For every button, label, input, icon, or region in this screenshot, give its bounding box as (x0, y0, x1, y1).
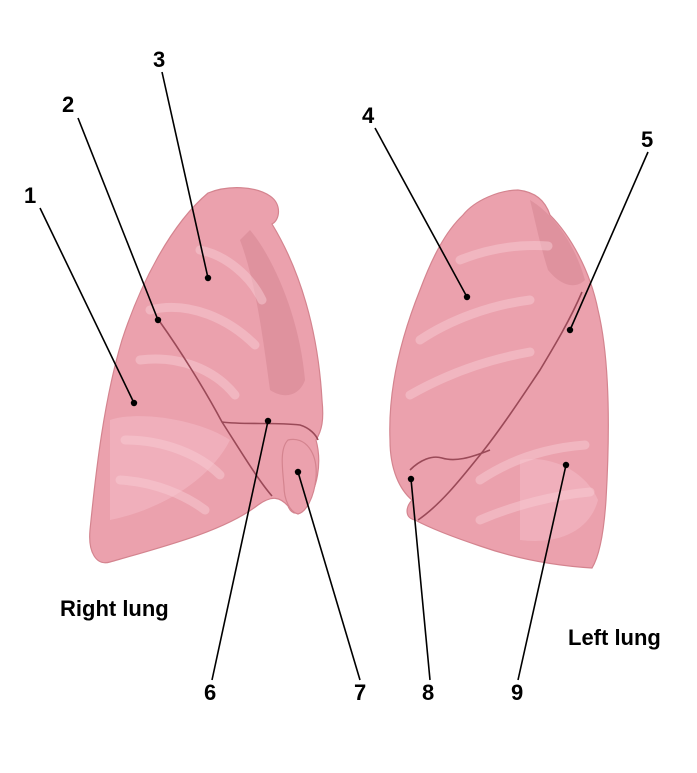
label-5: 5 (641, 127, 653, 152)
leader-line-8 (410, 478, 431, 681)
leader-line-7 (297, 471, 361, 681)
label-9: 9 (511, 680, 523, 705)
label-3: 3 (153, 47, 165, 72)
leader-line-4 (374, 127, 468, 298)
pointer-dot-7 (294, 468, 302, 476)
label-6: 6 (204, 680, 216, 705)
caption-right-lung: Right lung (60, 596, 169, 621)
pointer-dot-8 (407, 475, 415, 483)
right-rib-impression (135, 354, 240, 400)
left-oblique-fissure (417, 291, 583, 521)
right-oblique-fissure (159, 321, 273, 497)
left-rib-impression (415, 295, 535, 345)
left-cardiac-notch (409, 449, 491, 471)
left-rib-impression (455, 241, 553, 265)
label-2: 2 (62, 92, 74, 117)
leader-line-3 (161, 71, 209, 279)
right-rib-impression (120, 435, 225, 480)
pointer-dot-6 (264, 417, 272, 425)
leader-lines (39, 71, 649, 681)
label-8: 8 (422, 680, 434, 705)
pointer-dot-2 (154, 316, 162, 324)
left-rib-impression (405, 347, 535, 400)
right-upper-lobe-shade (240, 230, 305, 396)
leader-line-9 (517, 464, 567, 681)
left-rib-impression (475, 440, 590, 485)
pointer-dot-4 (463, 293, 471, 301)
pointer-dot-3 (204, 274, 212, 282)
leader-line-6 (211, 420, 269, 681)
pointer-dots (130, 274, 574, 483)
pointer-dot-9 (562, 461, 570, 469)
pointer-dot-5 (566, 326, 574, 334)
leader-line-5 (569, 151, 649, 331)
pointer-dot-1 (130, 399, 138, 407)
number-labels: 1 2 3 4 5 6 7 8 9 (24, 47, 653, 705)
label-1: 1 (24, 183, 36, 208)
label-7: 7 (354, 680, 366, 705)
label-4: 4 (362, 103, 375, 128)
right-rib-impression (195, 245, 267, 305)
caption-left-lung: Left lung (568, 625, 661, 650)
right-horizontal-fissure (221, 421, 319, 441)
leader-line-2 (77, 117, 159, 321)
right-lung (89, 187, 324, 564)
left-lung (389, 189, 609, 569)
left-upper-lobe-shade (530, 200, 585, 286)
leader-line-1 (39, 207, 135, 404)
left-rib-impression (475, 487, 595, 525)
right-rib-impression (115, 475, 210, 515)
right-rib-impression (145, 302, 260, 350)
